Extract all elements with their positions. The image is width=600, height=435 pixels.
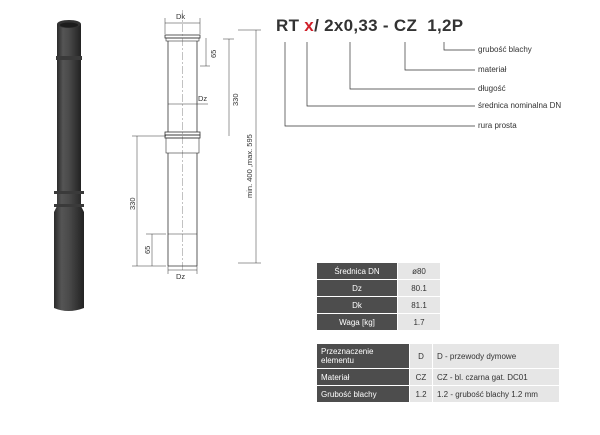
legend-srednica: średnica nominalna DN — [478, 101, 562, 110]
details-code: D — [409, 344, 433, 369]
details-label: Przeznaczenie elementu — [317, 344, 410, 369]
code-variable: x — [304, 16, 315, 35]
dimensions-row: Waga [kg]1.7 — [317, 313, 440, 331]
legend-material: materiał — [478, 65, 507, 74]
technical-drawing: Dk 65 Dz 330 min. 400 ,max. 595 — [128, 10, 261, 280]
dimensions-value: 1.7 — [397, 313, 440, 331]
dim-330-left: 330 — [128, 197, 137, 210]
dimensions-label: Dk — [317, 296, 398, 314]
dim-330-right: 330 — [231, 93, 240, 106]
details-label: Grubość blachy — [317, 385, 410, 403]
details-code: CZ — [409, 368, 433, 386]
dimensions-value: ø80 — [397, 263, 440, 280]
dimensions-label: Średnica DN — [317, 263, 398, 280]
code-prefix: RT — [276, 16, 305, 35]
dz-mid-label: Dz — [198, 94, 207, 103]
legend-rura: rura prosta — [478, 121, 517, 130]
legend-grubosc: grubość blachy — [478, 45, 532, 54]
details-label: Materiał — [317, 368, 410, 386]
pipe-render-image — [54, 20, 84, 311]
legend-leader-lines — [284, 42, 475, 127]
dz-bottom-label: Dz — [176, 272, 185, 280]
details-desc: D - przewody dymowe — [432, 344, 559, 369]
dimensions-value: 81.1 — [397, 296, 440, 314]
code-rest: / 2x0,33 - CZ 1,2P — [314, 16, 464, 35]
legend-dlugosc: długość — [478, 84, 506, 93]
dk-label: Dk — [176, 12, 185, 21]
dimensions-label: Dz — [317, 279, 398, 297]
dimensions-value: 80.1 — [397, 279, 440, 297]
product-code: RT x/ 2x0,33 - CZ 1,2P — [276, 16, 463, 36]
dim-65-top: 65 — [209, 50, 218, 58]
dim-65-bottom: 65 — [143, 246, 152, 254]
details-desc: 1.2 - grubość blachy 1.2 mm — [432, 385, 559, 403]
dimensions-label: Waga [kg] — [317, 313, 398, 331]
dim-total: min. 400 ,max. 595 — [245, 134, 254, 198]
details-desc: CZ - bl. czarna gat. DC01 — [432, 368, 559, 386]
details-code: 1.2 — [409, 385, 433, 403]
